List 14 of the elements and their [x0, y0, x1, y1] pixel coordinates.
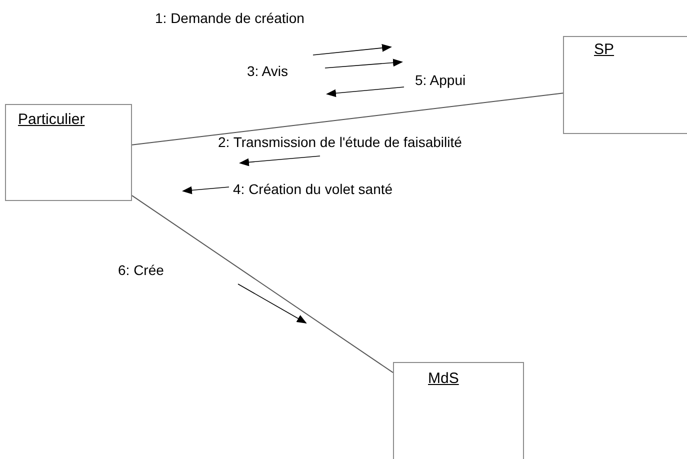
- association-line: [132, 195, 394, 374]
- object-name: Particulier: [18, 111, 85, 128]
- object-box: [5, 104, 132, 201]
- association-line: [132, 92, 564, 146]
- object-name: SP: [594, 41, 614, 58]
- object-box: [563, 36, 687, 134]
- message-label: 1: Demande de création: [155, 10, 304, 26]
- message-label: 2: Transmission de l'étude de faisabilité: [218, 134, 462, 150]
- object-box: [393, 362, 524, 459]
- message-label: 3: Avis: [247, 63, 288, 79]
- message-label: 5: Appui: [415, 72, 466, 88]
- message-label: 4: Création du volet santé: [233, 181, 393, 197]
- object-name: MdS: [428, 370, 459, 387]
- message-label: 6: Crée: [118, 262, 164, 278]
